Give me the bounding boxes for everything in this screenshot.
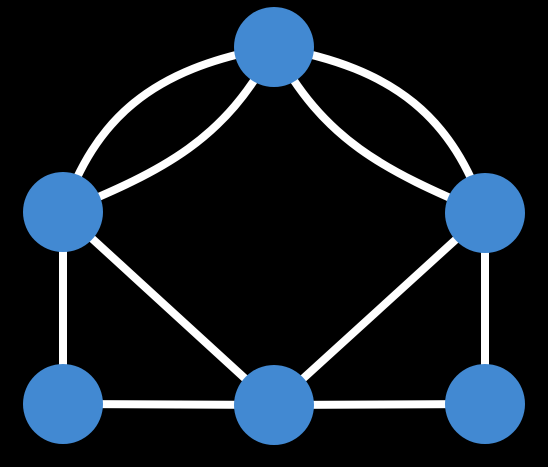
nodes-layer <box>23 7 525 445</box>
node-top-center <box>234 7 314 87</box>
node-bottom-center <box>234 365 314 445</box>
edge-middle-left-to-bottom-center-straight <box>59 208 278 409</box>
node-bottom-right <box>445 364 525 444</box>
edge-middle-right-to-bottom-center-straight <box>270 209 489 409</box>
node-middle-left <box>23 172 103 252</box>
node-middle-right <box>445 173 525 253</box>
node-bottom-left <box>23 364 103 444</box>
